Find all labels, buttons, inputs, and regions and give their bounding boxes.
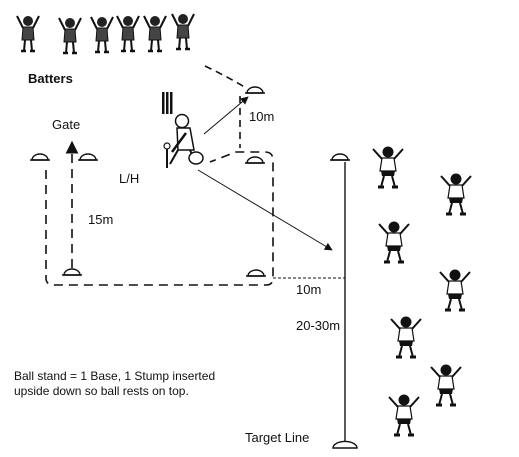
fielder-figure-icon — [389, 315, 423, 359]
running-route — [45, 151, 274, 286]
stumps-icon — [162, 92, 173, 114]
cone-icon — [29, 153, 51, 161]
ball-stand-note: Ball stand = 1 Base, 1 Stump inserted up… — [14, 369, 216, 398]
walk-path — [204, 65, 247, 89]
batter-hand-label: L/H — [119, 171, 139, 186]
arrow-icon — [197, 169, 333, 251]
cone-icon — [245, 269, 267, 277]
fielder-figure-icon — [429, 363, 463, 407]
cone-icon — [244, 86, 266, 94]
cone-icon — [332, 440, 358, 449]
distance-10m-top: 10m — [249, 109, 274, 124]
cone-icon — [77, 153, 99, 161]
fielder-figure-icon — [438, 268, 472, 312]
cone-icon — [329, 153, 351, 161]
batter-at-stand — [163, 113, 204, 168]
batter-figure-icon — [115, 14, 141, 53]
cone-icon — [61, 268, 83, 276]
batters-group — [15, 12, 196, 55]
fielder-figure-icon — [439, 172, 473, 216]
arrow-icon — [203, 96, 249, 135]
distance-15m: 15m — [88, 212, 113, 227]
distance-10m-bottom: 10m — [296, 282, 321, 297]
batter-figure-icon — [174, 113, 190, 129]
batter-figure-icon — [57, 16, 83, 55]
fielder-figure-icon — [371, 145, 405, 189]
fielder-figure-icon — [387, 393, 421, 437]
batter-figure-icon — [89, 15, 115, 54]
gate-label: Gate — [52, 117, 80, 132]
cone-icon — [244, 156, 266, 164]
target-line-label: Target Line — [245, 430, 309, 445]
batter-figure-icon — [15, 14, 41, 53]
batter-figure-icon — [142, 14, 168, 53]
distance-20-30m: 20-30m — [296, 318, 340, 333]
batter-figure-icon — [170, 12, 196, 51]
batters-label: Batters — [28, 71, 73, 86]
fielder-figure-icon — [377, 220, 411, 264]
cones — [29, 86, 351, 277]
fielders-group — [371, 145, 473, 437]
